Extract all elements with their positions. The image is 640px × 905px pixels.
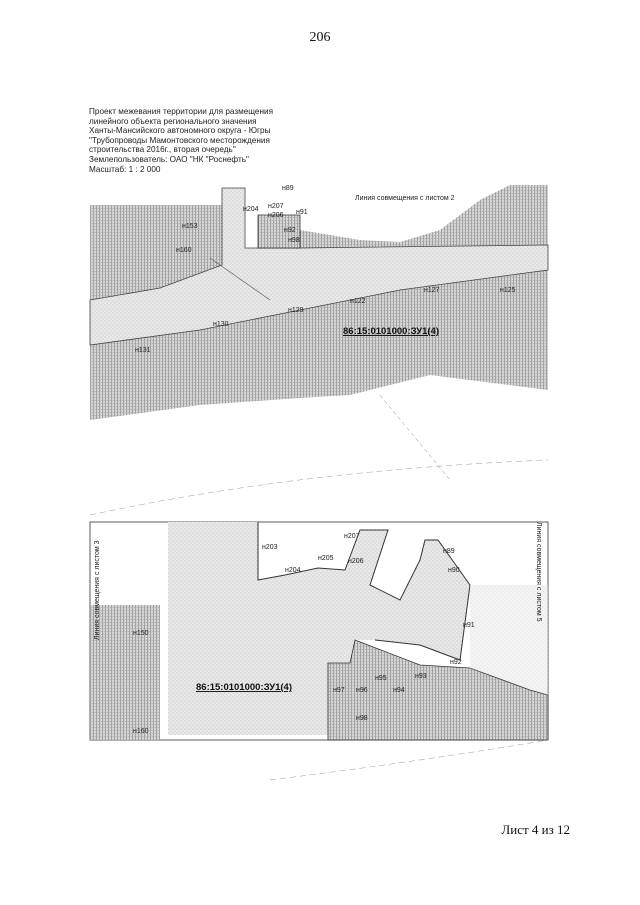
top-match-line: Линия совмещения с листом 2 — [355, 195, 455, 202]
point-label: н207 — [344, 533, 360, 540]
header-line: Масштаб: 1 : 2 000 — [89, 164, 161, 174]
point-label: н94 — [393, 687, 405, 694]
point-label: н89 — [282, 185, 294, 192]
point-label: н122 — [350, 298, 366, 305]
bottom-match-right: Линия совмещения с листом 5 — [535, 522, 542, 622]
bottom-parcel-outline — [257, 522, 471, 661]
header-line: Ханты-Мансийского автономного округа - Ю… — [89, 126, 271, 136]
point-label: н207 — [268, 203, 284, 210]
point-label: н160 — [133, 728, 149, 735]
point-label: н204 — [285, 567, 301, 574]
point-label: н91 — [463, 622, 475, 629]
top-corridor — [89, 187, 549, 346]
point-label: н203 — [262, 544, 278, 551]
header-line: Землепользователь: ОАО "НК "Роснефть" — [89, 154, 249, 164]
point-label: н204 — [243, 206, 259, 213]
point-label: н206 — [348, 558, 364, 565]
point-label: н131 — [135, 347, 151, 354]
header-line: строительства 2016г., вторая очередь" — [89, 145, 236, 155]
sheet-number: Лист 4 из 12 — [501, 822, 570, 837]
point-label: н96 — [356, 687, 368, 694]
point-label: н92 — [450, 659, 462, 666]
point-label: н93 — [415, 673, 427, 680]
point-label: н153 — [182, 223, 198, 230]
top-hatch-right-upper — [300, 185, 548, 248]
top-hatch-left — [90, 205, 222, 300]
point-label: н89 — [443, 548, 455, 555]
top-building — [257, 214, 301, 249]
page-number: 206 — [309, 30, 331, 45]
bottom-parcel-label: 86:15:0101000:ЗУ1(4) — [196, 682, 292, 693]
point-label: н150 — [133, 630, 149, 637]
bottom-hatch-lower — [327, 639, 549, 741]
bottom-map: 86:15:0101000:ЗУ1(4) н203 н204 н205 н206… — [89, 521, 549, 741]
point-label: н95 — [375, 675, 387, 682]
point-label: н90 — [448, 567, 460, 574]
bottom-right-area — [470, 585, 548, 695]
header-line: "Трубопроводы Мамонтовского месторождени… — [89, 135, 270, 145]
point-label: н92 — [284, 227, 296, 234]
header-line: линейного объекта регионального значения — [89, 116, 257, 126]
point-label: н97 — [333, 687, 345, 694]
bottom-parcel-area — [168, 522, 470, 735]
top-hatch-lower — [90, 270, 548, 420]
point-label: н129 — [288, 307, 304, 314]
point-label: н125 — [500, 287, 516, 294]
point-label: н205 — [318, 555, 334, 562]
top-parcel-label: 86:15:0101000:ЗУ1(4) — [343, 326, 439, 337]
bottom-match-left: Линия совмещения с листом 3 — [94, 540, 101, 640]
map-header: Проект межевания территории для размещен… — [89, 107, 299, 174]
point-label: н127 — [424, 287, 440, 294]
point-label: н91 — [296, 209, 308, 216]
point-label: н130 — [213, 321, 229, 328]
top-map: Линия совмещения с листом 2 86:15:010100… — [89, 185, 549, 481]
point-label: н206 — [268, 212, 284, 219]
point-label: н160 — [176, 247, 192, 254]
point-label: н98 — [356, 715, 368, 722]
point-label: н98 — [288, 237, 300, 244]
header-line: Проект межевания территории для размещен… — [89, 107, 273, 116]
